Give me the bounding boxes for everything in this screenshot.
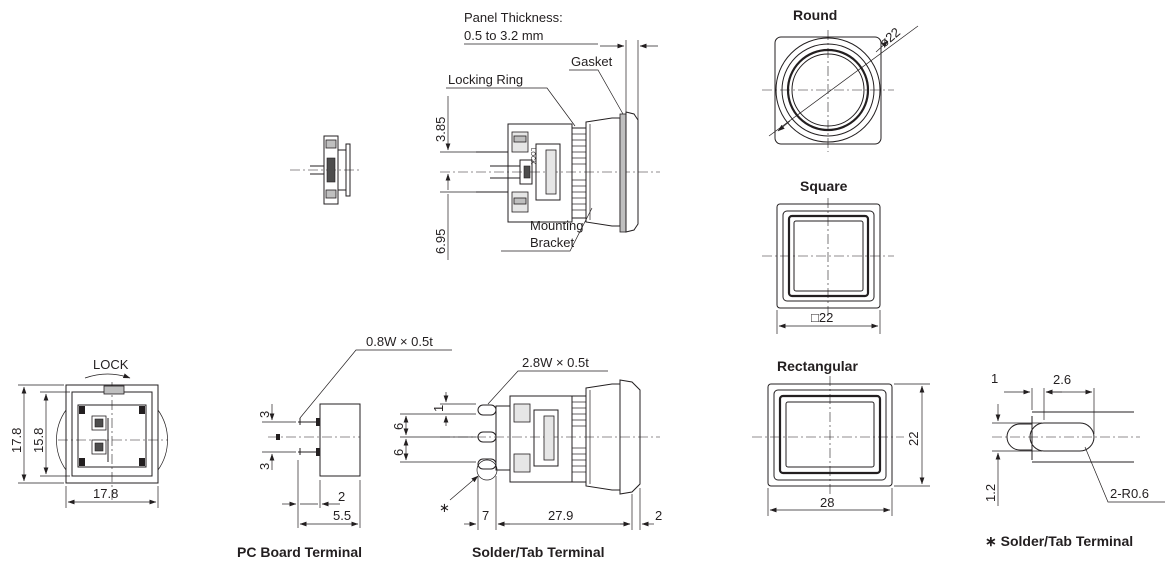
rect-dim-28: 28	[820, 495, 834, 510]
front-15-8: 15.8	[31, 428, 46, 453]
pc-dim-3-top: 3	[257, 411, 272, 418]
solder-tab-caption: Solder/Tab Terminal	[472, 544, 605, 560]
solder-dim-6-bottom: 6	[391, 449, 406, 456]
lock-label: LOCK	[93, 357, 129, 372]
dim-6-95: 6.95	[433, 229, 448, 254]
tab-pin-size: 2.8W × 0.5t	[522, 355, 589, 370]
round-front-view: Round ø22	[762, 7, 919, 152]
locking-ring-ribs	[572, 133, 586, 211]
front-17-8-vertical: 17.8	[9, 428, 24, 453]
square-title: Square	[800, 178, 848, 194]
solder-tab-terminal-view: 2.8W × 0.5t 1 6 6 ∗ 7 27.9 2 Solder/Tab …	[391, 355, 662, 560]
panel-thickness-range: 0.5 to 3.2 mm	[464, 28, 543, 43]
solder-dim-6-top: 6	[391, 423, 406, 430]
rectangular-front-view: Rectangular 22 28	[752, 358, 930, 516]
detail-radius: 2-R0.6	[1110, 486, 1149, 501]
front-17-8-horizontal: 17.8	[93, 486, 118, 501]
pc-dim-5-5: 5.5	[333, 508, 351, 523]
pc-pin-size: 0.8W × 0.5t	[366, 334, 433, 349]
bracket-label: Bracket	[530, 235, 574, 250]
square-front-view: Square □22	[762, 178, 894, 334]
solder-dim-2: 2	[655, 508, 662, 523]
rectangular-title: Rectangular	[777, 358, 858, 374]
pc-dim-2: 2	[338, 489, 345, 504]
pc-board-caption: PC Board Terminal	[237, 544, 362, 560]
detail-dim-1: 1	[991, 371, 998, 386]
side-view-main: LOCK Panel T	[433, 10, 660, 260]
solder-tab-detail-view: 1 2.6 1.2 2-R0.6 ∗ Solder/Tab Terminal	[983, 371, 1165, 549]
solder-dim-27-9: 27.9	[548, 508, 573, 523]
solder-ring-ribs	[572, 401, 586, 473]
detail-dim-1-2: 1.2	[983, 484, 998, 502]
lock-mark-text: LOCK	[529, 148, 535, 164]
square-size: □22	[811, 310, 833, 325]
solder-dim-1: 1	[431, 405, 446, 412]
round-diameter: ø22	[876, 24, 903, 50]
gasket-label: Gasket	[571, 54, 613, 69]
front-view-bottom: LOCK 17.8 15.8 17.8	[9, 357, 168, 508]
pc-board-terminal-view: 0.8W × 0.5t 3 3 2 5.5 PC Board Terminal	[237, 334, 452, 560]
panel-thickness-label: Panel Thickness:	[464, 10, 563, 25]
rect-dim-22: 22	[906, 432, 921, 446]
mounting-label: Mounting	[530, 218, 583, 233]
detail-dim-2-6: 2.6	[1053, 372, 1071, 387]
locking-ring-label: Locking Ring	[448, 72, 523, 87]
pc-dim-3-bottom: 3	[257, 463, 272, 470]
dim-3-85: 3.85	[433, 117, 448, 142]
solder-tab-detail-caption: ∗ Solder/Tab Terminal	[985, 533, 1133, 549]
round-title: Round	[793, 7, 837, 23]
solder-dim-7: 7	[482, 508, 489, 523]
solder-asterisk: ∗	[439, 500, 450, 515]
small-side-view	[290, 135, 362, 205]
